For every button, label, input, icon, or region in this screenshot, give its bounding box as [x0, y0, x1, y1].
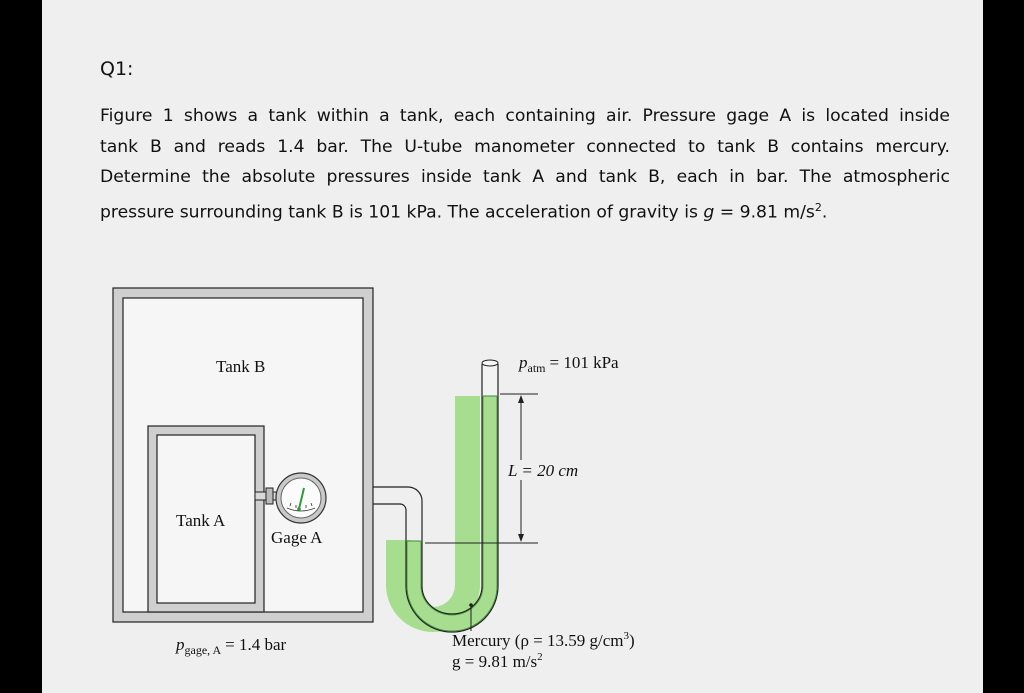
connecting-pipe: [373, 486, 423, 540]
figure-1: Tank B Tank A Gage A patm= 101 kPa L = 2…: [112, 287, 635, 671]
mercury-fill: [406, 395, 498, 632]
gage-stem-nut: [265, 487, 274, 505]
problem-statement: Figure 1 shows a tank within a tank, eac…: [100, 101, 950, 228]
atmospheric-pressure-label: patm= 101 kPa: [518, 353, 619, 375]
problem-line: Determine the absolute pressures inside …: [100, 167, 950, 187]
tank-b-label: Tank B: [216, 357, 265, 376]
gage-a-dial: [275, 472, 327, 524]
gage-a-label: Gage A: [271, 528, 323, 547]
period: .: [821, 202, 828, 223]
mercury-density-label: Mercury (ρ = 13.59 g/cm3): [452, 630, 635, 650]
problem-line-last: pressure surrounding tank B is 101 kPa. …: [100, 193, 950, 228]
gravity-exponent: 2: [814, 200, 822, 214]
gravity-label: g = 9.81 m/s2: [452, 651, 543, 671]
gage-needle: [298, 487, 305, 510]
tank-a-interior: [156, 434, 256, 604]
gravity-value: = 9.81 m/s: [714, 202, 815, 223]
problem-line-text: pressure surrounding tank B is 101 kPa. …: [100, 202, 704, 223]
question-title: Q1:: [100, 58, 134, 80]
problem-line: tank B and reads 1.4 bar. The U-tube man…: [100, 136, 950, 157]
document-page: Q1: Figure 1 shows a tank within a tank,…: [42, 0, 983, 693]
gravity-variable: g: [703, 202, 715, 223]
problem-line: Figure 1 shows a tank within a tank, eac…: [100, 106, 950, 126]
gage-pressure-label: pgage, A= 1.4 bar: [175, 635, 287, 657]
open-tube-end: [481, 359, 499, 367]
length-label: L = 20 cm: [507, 461, 578, 480]
tank-a-label: Tank A: [176, 511, 226, 530]
